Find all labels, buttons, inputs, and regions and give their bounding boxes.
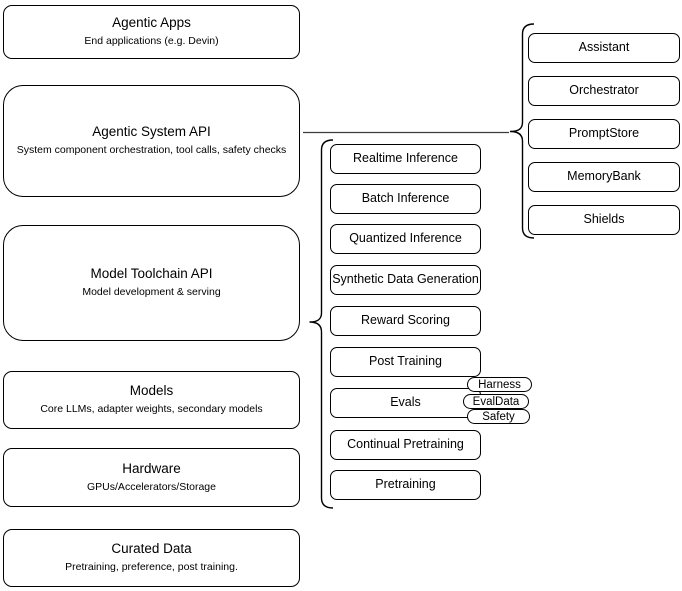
component-memorybank[interactable]: MemoryBank (528, 162, 680, 192)
component-promptstore[interactable]: PromptStore (528, 119, 680, 149)
node-subtitle: GPUs/Accelerators/Storage (87, 480, 216, 493)
service-synthetic-data-generation[interactable]: Synthetic Data Generation (330, 265, 481, 295)
node-title: Synthetic Data Generation (332, 272, 479, 287)
node-title: Assistant (578, 40, 630, 55)
node-title: Evals (390, 395, 421, 410)
service-evals[interactable]: Evals (330, 388, 481, 418)
box-model-toolchain-api[interactable]: Model Toolchain API Model development & … (3, 225, 300, 341)
node-subtitle: End applications (e.g. Devin) (84, 35, 219, 48)
tag-label: EvalData (472, 395, 520, 408)
node-subtitle: Model development & serving (82, 286, 221, 299)
node-title: Reward Scoring (361, 313, 450, 328)
tag-evaldata[interactable]: EvalData (463, 394, 529, 409)
node-title: Curated Data (111, 541, 192, 557)
node-title: Continual Pretraining (347, 437, 464, 452)
node-subtitle: Pretraining, preference, post training. (65, 561, 238, 574)
node-title: Hardware (122, 460, 181, 476)
box-models[interactable]: Models Core LLMs, adapter weights, secon… (3, 371, 300, 429)
box-agentic-system-api[interactable]: Agentic System API System component orch… (3, 85, 300, 197)
node-title: Agentic Apps (112, 15, 191, 31)
node-title: Quantized Inference (349, 231, 462, 246)
service-realtime-inference[interactable]: Realtime Inference (330, 144, 481, 174)
service-batch-inference[interactable]: Batch Inference (330, 184, 481, 214)
service-reward-scoring[interactable]: Reward Scoring (330, 306, 481, 336)
node-title: MemoryBank (567, 169, 641, 184)
node-title: Agentic System API (92, 124, 211, 140)
component-shields[interactable]: Shields (528, 205, 680, 235)
node-title: PromptStore (568, 126, 640, 141)
service-post-training[interactable]: Post Training (330, 347, 481, 377)
component-orchestrator[interactable]: Orchestrator (528, 76, 680, 106)
node-title: Post Training (369, 354, 442, 369)
tag-label: Harness (478, 378, 521, 391)
node-subtitle: System component orchestration, tool cal… (16, 144, 287, 157)
tag-harness[interactable]: Harness (467, 377, 532, 392)
node-title: Models (129, 383, 174, 399)
node-title: Realtime Inference (353, 151, 458, 166)
tag-label: Safety (482, 410, 515, 423)
node-subtitle: Core LLMs, adapter weights, secondary mo… (40, 403, 263, 416)
node-title: Batch Inference (361, 191, 450, 206)
box-curated-data[interactable]: Curated Data Pretraining, preference, po… (3, 529, 300, 587)
service-quantized-inference[interactable]: Quantized Inference (330, 224, 481, 254)
node-title: Shields (583, 212, 625, 227)
service-continual-pretraining[interactable]: Continual Pretraining (330, 430, 481, 460)
box-agentic-apps[interactable]: Agentic Apps End applications (e.g. Devi… (3, 5, 300, 59)
box-hardware[interactable]: Hardware GPUs/Accelerators/Storage (3, 448, 300, 507)
component-assistant[interactable]: Assistant (528, 33, 680, 63)
node-title: Model Toolchain API (90, 266, 213, 282)
node-title: Pretraining (375, 477, 436, 492)
tag-safety[interactable]: Safety (467, 409, 530, 424)
node-title: Orchestrator (569, 83, 639, 98)
service-pretraining[interactable]: Pretraining (330, 470, 481, 500)
